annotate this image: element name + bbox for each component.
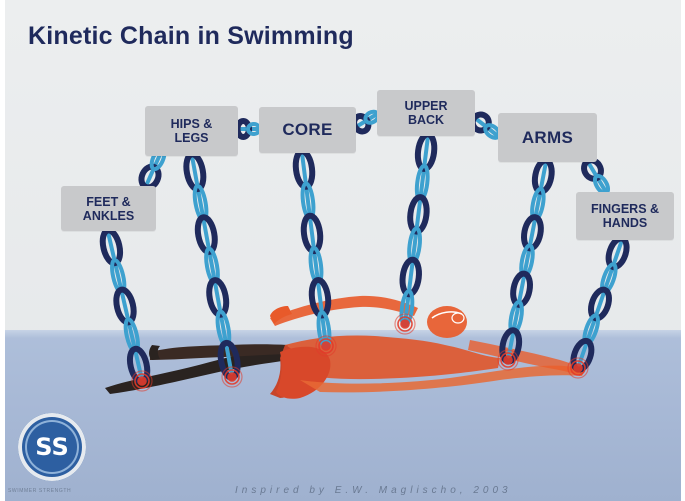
label-arms: ARMS <box>498 113 597 162</box>
target-arms-icon <box>498 350 518 370</box>
chain-arms <box>500 159 554 363</box>
label-feet-ankles: FEET & ANKLES <box>61 186 156 231</box>
target-upper-back-icon <box>395 314 415 334</box>
chain-connector-hips-core <box>237 121 259 137</box>
label-hips-legs: HIPS & LEGS <box>145 106 238 156</box>
label-core: CORE <box>259 107 356 153</box>
chain-fingers-hands <box>570 236 630 372</box>
target-fingers-icon <box>568 358 588 378</box>
brand-text: SWIMMER STRENGTH <box>8 488 71 494</box>
chain-connector-arms-fingers <box>581 157 611 195</box>
chain-feet-ankles <box>100 229 150 384</box>
chain-hips-legs <box>184 153 240 379</box>
chain-core <box>294 150 331 348</box>
target-hips-icon <box>222 367 242 387</box>
right-border <box>681 0 685 501</box>
logo: SS <box>18 413 86 481</box>
chain-upper-back <box>400 133 436 326</box>
page-title: Kinetic Chain in Swimming <box>28 22 354 51</box>
target-feet-icon <box>132 371 152 391</box>
label-fingers-hands: FINGERS & HANDS <box>576 192 674 240</box>
target-core-icon <box>316 336 336 356</box>
label-upper-back: UPPER BACK <box>377 90 475 136</box>
credit-text: Inspired by E.W. Maglischo, 2003 <box>235 485 512 496</box>
logo-initials: SS <box>35 433 69 461</box>
left-border <box>0 0 5 501</box>
